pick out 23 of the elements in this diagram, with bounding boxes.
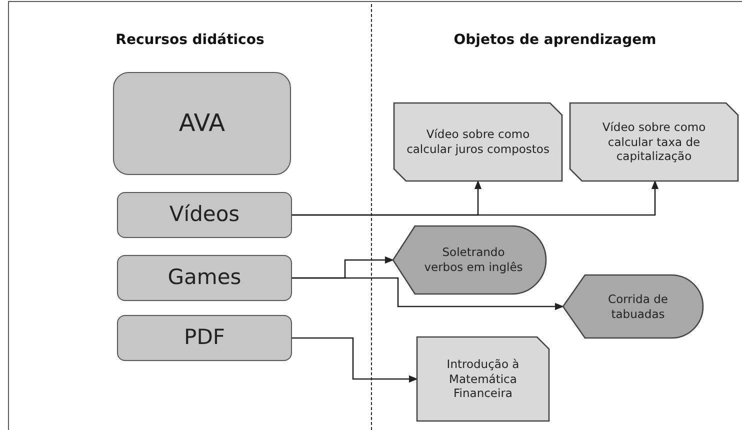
- arrow: [292, 277, 564, 310]
- node-label: Vídeo sobre como calcular taxa de capitalização: [601, 120, 707, 164]
- resource-box: [117, 255, 292, 301]
- column-heading: Recursos didáticos: [114, 32, 266, 48]
- node-label: Corrida de tabuadas: [607, 292, 669, 322]
- node-label: Introdução à Matemática Financeira: [446, 356, 520, 402]
- node-label: Games: [168, 264, 242, 292]
- video-card: [394, 103, 562, 181]
- node-label: PDF: [184, 324, 225, 352]
- node-label: AVA: [178, 108, 226, 139]
- video-card: [570, 103, 738, 181]
- arrow: [292, 180, 659, 216]
- arrow: [292, 337, 418, 383]
- resource-box: [117, 192, 292, 238]
- game-shape: [563, 275, 703, 338]
- column-heading: Objetos de aprendizagem: [452, 32, 658, 48]
- resource-box: [113, 72, 291, 175]
- resource-box: [117, 315, 292, 361]
- node-label: Vídeo sobre como calcular juros compostos: [406, 127, 550, 157]
- game-shape: [393, 226, 546, 294]
- document-card: [417, 337, 549, 421]
- node-label: Vídeos: [169, 201, 240, 228]
- node-label: Soletrando verbos em inglês: [423, 245, 524, 275]
